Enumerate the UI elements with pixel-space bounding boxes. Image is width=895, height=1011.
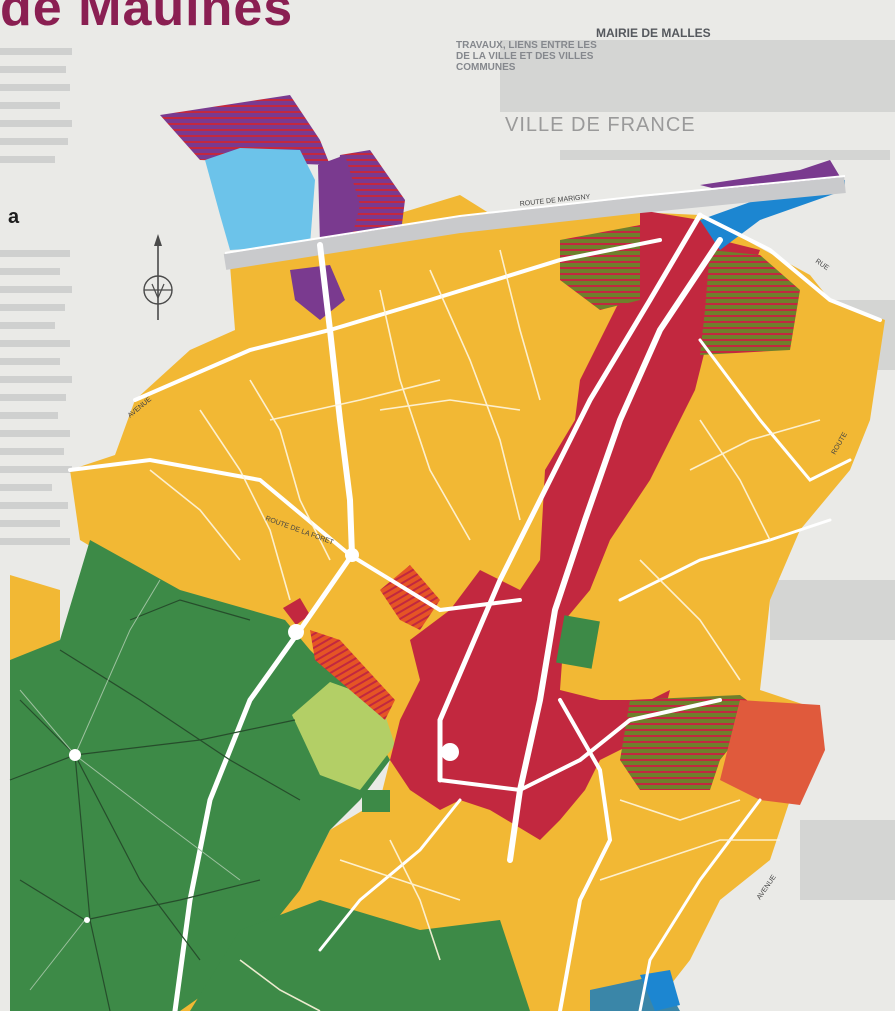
zone-mixed-green-east[interactable] bbox=[700, 250, 800, 355]
road-label-4: RUE bbox=[814, 258, 830, 272]
margin-letter: a bbox=[8, 206, 20, 228]
roundabout-2 bbox=[288, 624, 304, 640]
column-line-2: DE LA VILLE ET DES VILLES bbox=[456, 51, 594, 62]
zone-park[interactable] bbox=[292, 682, 395, 790]
forest-path-light bbox=[19, 579, 241, 991]
secondary-streets bbox=[149, 249, 821, 1011]
zone-water-south-2[interactable] bbox=[640, 970, 680, 1011]
column-heading-text: MAIRIE DE MALLES bbox=[596, 26, 711, 40]
zone-forest[interactable] bbox=[10, 540, 390, 1011]
zone-industrial[interactable] bbox=[318, 155, 360, 245]
zone-residential-west[interactable] bbox=[10, 575, 60, 660]
compass-north-arrow bbox=[143, 234, 173, 320]
zone-green-square[interactable] bbox=[556, 615, 600, 669]
zone-water[interactable] bbox=[205, 148, 315, 250]
forest-junction-2 bbox=[84, 917, 90, 923]
highway-edge bbox=[224, 175, 846, 254]
zone-commercial[interactable] bbox=[720, 700, 825, 805]
article-title-fragment: de Maulnes bbox=[0, 0, 294, 37]
column-line-1: TRAVAUX, LIENS ENTRE LES bbox=[456, 40, 597, 51]
column-line-3: COMMUNES bbox=[456, 62, 516, 73]
zone-centre[interactable] bbox=[390, 210, 760, 840]
zone-forest-south[interactable] bbox=[190, 900, 530, 1011]
roundabout bbox=[345, 548, 359, 562]
column-subtitle: VILLE DE FRANCE bbox=[505, 114, 696, 136]
zone-industrial-hatched[interactable] bbox=[160, 95, 330, 165]
roundabout-3 bbox=[441, 743, 459, 761]
zone-industrial-south[interactable] bbox=[290, 265, 345, 320]
zone-mixed-red-2[interactable] bbox=[310, 630, 395, 720]
highway[interactable] bbox=[223, 177, 846, 270]
forest-junction bbox=[69, 749, 81, 761]
zone-centre-small[interactable] bbox=[283, 598, 310, 625]
zone-green-small[interactable] bbox=[362, 790, 390, 812]
zone-mixed-green-southeast[interactable] bbox=[620, 695, 760, 790]
road-label-6: AVENUE bbox=[756, 874, 778, 901]
column-heading: MAIRIE DE MALLES TRAVAUX, LIENS ENTRE LE… bbox=[456, 26, 711, 73]
